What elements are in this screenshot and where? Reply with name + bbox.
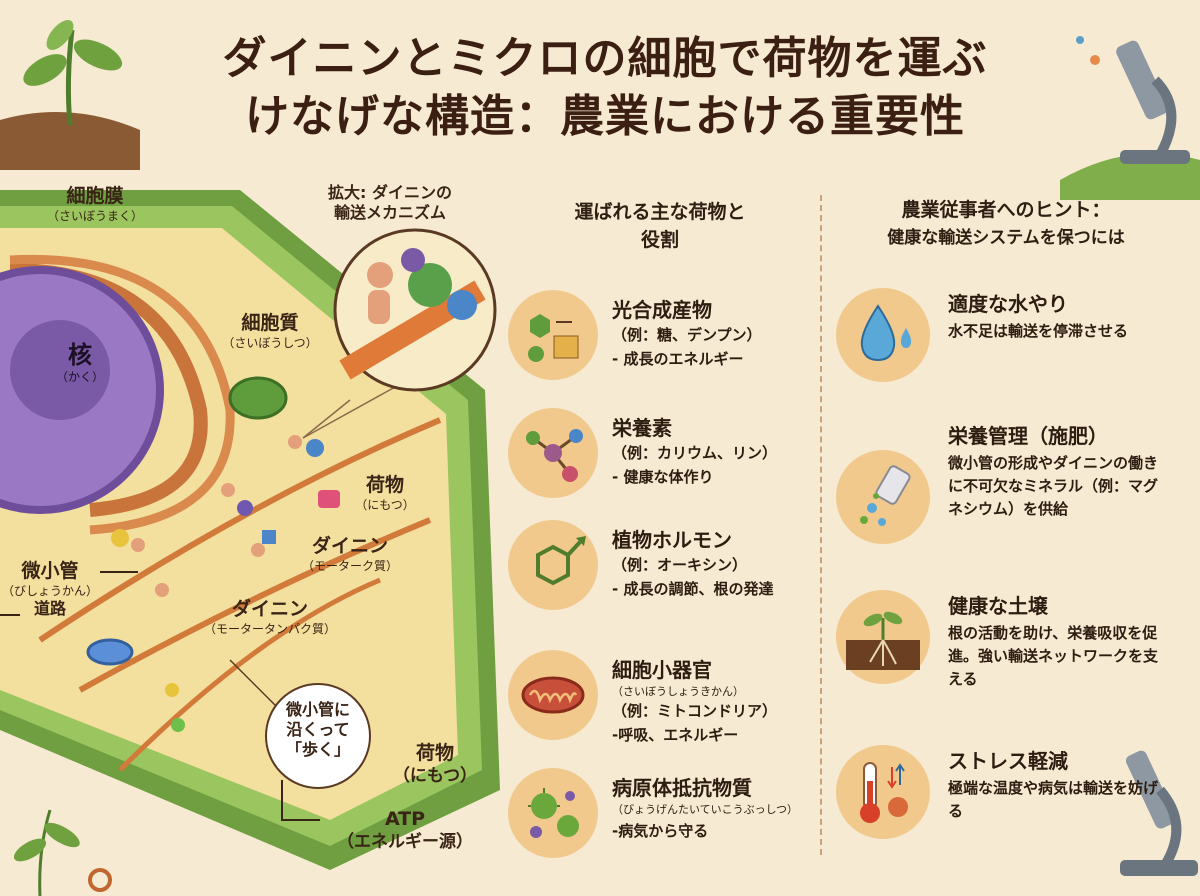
walk-bubble-text: 微小管に沿くって「歩く」 bbox=[285, 700, 350, 759]
cargo-column-heading: 運ばれる主な荷物と役割 bbox=[574, 201, 746, 251]
cargo-label-1: 荷物（にもつ） bbox=[355, 474, 415, 512]
mitochondria-icon bbox=[508, 650, 598, 740]
fertilizer-icon bbox=[836, 450, 930, 544]
dynein-label-1: ダイニン（モーターク質） bbox=[301, 535, 398, 573]
column-divider bbox=[820, 195, 822, 855]
atp-label: ATP（エネルギー源） bbox=[337, 808, 473, 852]
cargo-item: 光合成産物 （例：糖、デンプン） - 成長のエネルギー bbox=[508, 290, 808, 390]
zoom-label: 拡大: ダイニンの輸送メカニズム bbox=[328, 183, 452, 222]
hint-item: 栄養管理（施肥） 微小管の形成やダイニンの働きに不可欠なミネラル（例：マグネシウ… bbox=[836, 420, 1176, 580]
cell-diagram bbox=[0, 190, 500, 870]
nucleus-label: 核（かく） bbox=[55, 341, 104, 384]
leaf-decoration bbox=[13, 809, 112, 896]
dynein-label-2: ダイニン（モータータンパク質） bbox=[203, 598, 336, 636]
cargo-item: 病原体抵抗物質 （びょうげんたいていこうぶっしつ） -病気から守る bbox=[508, 768, 808, 868]
hormone-icon bbox=[508, 520, 598, 610]
molecule-icon bbox=[508, 408, 598, 498]
hint-item: 健康な土壌 根の活動を助け、栄養吸収を促進。強い輸送ネットワークを支える bbox=[836, 590, 1176, 710]
cargo-label-2: 荷物（にもつ） bbox=[392, 742, 478, 786]
hint-item: 適度な水やり 水不足は輸送を停滞させる bbox=[836, 288, 1176, 398]
hint-item: ストレス軽減 極端な温度や病気は輸送を妨げる bbox=[836, 745, 1176, 855]
page-title: ダイニンとミクロの細胞で荷物を運ぶ けなげな構造：農業における重要性 bbox=[130, 30, 1080, 146]
sprout-icon bbox=[836, 590, 930, 684]
water-drop-icon bbox=[836, 288, 930, 382]
sugar-icon bbox=[508, 290, 598, 380]
cytoplasm-label: 細胞質（さいぼうしつ） bbox=[222, 312, 318, 350]
sprout-decoration bbox=[0, 20, 140, 170]
title-line-1: ダイニンとミクロの細胞で荷物を運ぶ bbox=[222, 33, 988, 84]
hints-column-heading: 農業従事者へのヒント：健康な輸送システムを保つには bbox=[887, 199, 1125, 248]
microscope-icon bbox=[1120, 750, 1198, 876]
pathogen-icon bbox=[508, 768, 598, 858]
microscope-icon bbox=[1060, 36, 1200, 200]
title-line-2: けなげな構造：農業における重要性 bbox=[245, 91, 965, 142]
thermometer-icon bbox=[836, 745, 930, 839]
cargo-item: 植物ホルモン （例：オーキシン） - 成長の調節、根の発達 bbox=[508, 520, 808, 640]
microtubule-label: 微小管（びしょうかん）道路 bbox=[1, 560, 98, 618]
cargo-item: 細胞小器官 （さいぼうしょうきかん） （例：ミトコンドリア） -呼吸、エネルギー bbox=[508, 650, 808, 760]
cargo-item: 栄養素 （例：カリウム、リン） - 健康な体作り bbox=[508, 408, 808, 508]
cell-membrane-label: 細胞膜（さいぼうまく） bbox=[46, 185, 143, 223]
